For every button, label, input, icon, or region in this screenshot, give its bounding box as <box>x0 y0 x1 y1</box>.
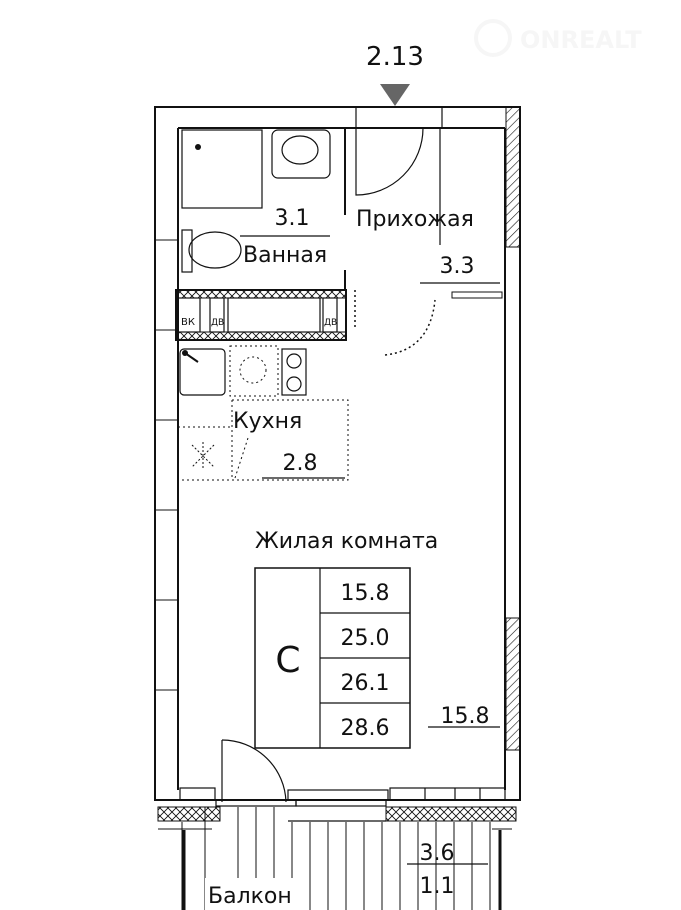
shaft-dv1-label: ДВ <box>211 318 224 328</box>
balcony-name: Балкон <box>208 884 292 909</box>
shaft-vk-label: ВК <box>181 317 195 328</box>
hallway-name: Прихожая <box>356 207 474 232</box>
apartment-summary-table: С 15.8 25.0 26.1 28.6 <box>254 567 411 749</box>
kitchen-sink-icon <box>179 348 226 396</box>
apartment-type: С <box>275 640 300 681</box>
bathroom: 3.1 Ванная <box>181 128 346 290</box>
gross-area-value: 28.6 <box>341 716 390 741</box>
living-room-name: Жилая комната <box>255 529 438 554</box>
bathroom-name: Ванная <box>243 243 327 268</box>
total-with-balcony-value: 26.1 <box>341 671 390 696</box>
watermark-logo: ONREALT <box>474 19 642 57</box>
balcony-area: 3.6 <box>420 841 455 866</box>
shower-tray-icon <box>181 129 263 209</box>
kitchen-area: 2.8 <box>283 451 318 476</box>
extractor-icon <box>191 442 215 470</box>
living-area-value: 15.8 <box>341 581 390 606</box>
total-area-value: 25.0 <box>341 626 390 651</box>
sink-icon <box>271 129 331 179</box>
hallway: Прихожая 3.3 <box>354 127 503 356</box>
kitchen: Кухня 2.8 <box>175 345 349 481</box>
balcony: 3.6 1.1 Балкон <box>157 806 517 910</box>
svg-text:ONREALT: ONREALT <box>520 26 642 54</box>
ventilation-shafts: ВК ДВ ДВ <box>175 289 347 341</box>
living-room: Жилая комната 15.8 <box>255 529 500 729</box>
entrance-mark-label: 2.13 <box>366 42 424 72</box>
entrance-arrow-icon <box>380 84 410 106</box>
bathroom-area: 3.1 <box>275 206 310 231</box>
shaft-dv2-label: ДВ <box>324 318 337 328</box>
cooktop-icon <box>281 348 307 396</box>
living-room-area: 15.8 <box>441 704 490 729</box>
kitchen-name: Кухня <box>233 409 302 434</box>
hallway-area: 3.3 <box>440 254 475 279</box>
balcony-reduced-area: 1.1 <box>420 874 455 899</box>
balcony-door <box>179 739 506 807</box>
toilet-icon <box>188 231 242 269</box>
